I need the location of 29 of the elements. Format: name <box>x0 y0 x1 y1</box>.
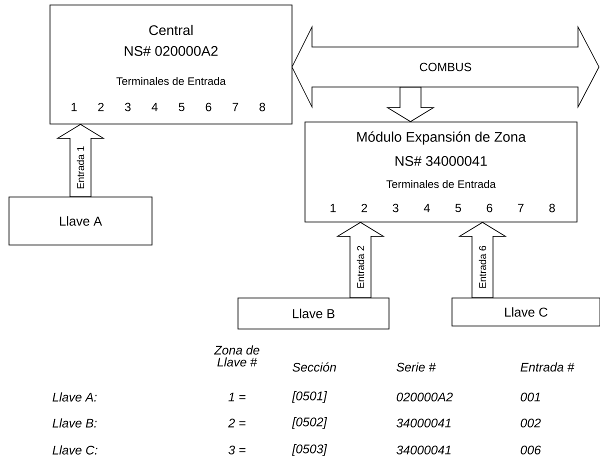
column-header: Serie # <box>396 362 436 372</box>
edge-label: Entrada 1 <box>76 146 84 190</box>
module-box: Módulo Expansión de Zona NS# 34000041 Terminales de Entrada 1 2 3 4 5 6 7 8 <box>304 122 578 222</box>
table-cell: 006 <box>520 446 541 454</box>
column-header: Zona de Llave # <box>214 345 260 367</box>
table-cell: [0503] <box>292 444 328 456</box>
module-box: Central NS# 020000A2 Terminales de Entrada 1 2 3 4 5 6 7 8 <box>50 4 292 124</box>
key-box: Llave A <box>8 196 152 246</box>
table-cell: 1 = <box>228 392 246 402</box>
table-cell: 002 <box>520 418 541 428</box>
column-header: Entrada # <box>520 362 574 372</box>
key-box: Llave B <box>238 298 390 330</box>
edge-label: Entrada 2 <box>356 245 364 289</box>
table-cell: Llave B: <box>52 418 97 428</box>
table-cell: 2 = <box>228 418 246 428</box>
block-arrow <box>386 86 435 122</box>
column-header: Sección <box>292 362 336 372</box>
table-cell: 34000041 <box>396 446 451 454</box>
table-cell: Llave C: <box>52 445 98 455</box>
table-cell: 34000041 <box>396 418 451 428</box>
table-cell: 020000A2 <box>396 392 453 402</box>
table-cell: Llave A: <box>52 392 97 402</box>
table-cell: [0501] <box>292 391 328 403</box>
bus-block: COMBUS <box>292 25 600 109</box>
table-cell: 3 = <box>228 446 246 454</box>
edge-label: Entrada 6 <box>478 245 486 289</box>
key-box: Llave C <box>452 298 600 326</box>
table-cell: 001 <box>520 392 540 402</box>
table-cell: [0502] <box>292 417 328 429</box>
